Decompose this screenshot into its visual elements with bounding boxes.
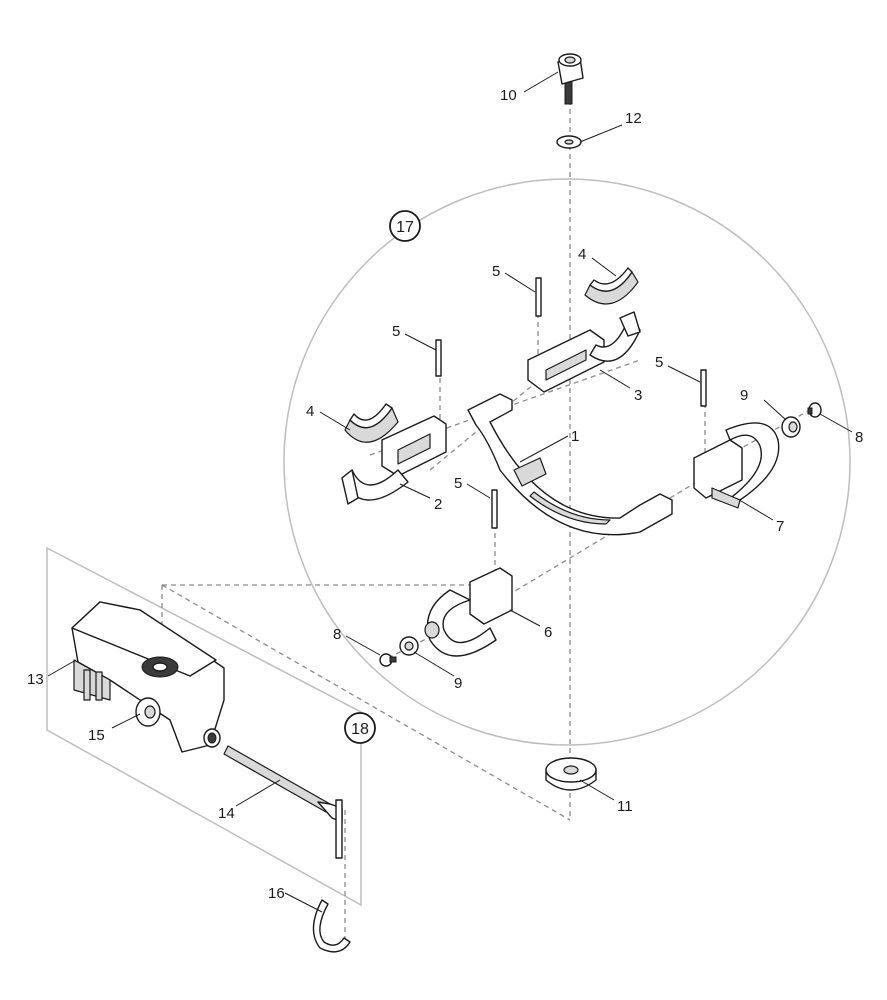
part-4-ring-upper — [584, 267, 639, 305]
part-13-base — [71, 601, 225, 753]
callout-9-lower: 9 — [454, 675, 462, 692]
callout-8-lower: 8 — [333, 626, 341, 643]
callout-6: 6 — [544, 624, 552, 641]
callout-7: 7 — [776, 518, 784, 535]
callout-5-b: 5 — [392, 323, 400, 340]
leader-lines — [47, 71, 853, 913]
callout-5-d: 5 — [454, 475, 462, 492]
callout-16: 16 — [268, 885, 285, 902]
part-9-knob-right — [781, 416, 801, 438]
group-label-17: 17 — [396, 219, 414, 236]
callout-5-c: 5 — [655, 354, 663, 371]
callout-4-upper: 4 — [578, 246, 586, 263]
part-8-screw-lower — [379, 653, 397, 667]
part-14-threaded-rod — [223, 745, 343, 859]
part-5-pin-b — [435, 339, 442, 377]
callout-3: 3 — [634, 387, 642, 404]
part-10-bolt — [557, 53, 584, 105]
part-3-upper-clamp — [527, 311, 641, 393]
part-15-wheel — [135, 697, 161, 727]
callout-4-left: 4 — [306, 403, 314, 420]
callout-2: 2 — [434, 496, 442, 513]
callout-8-right: 8 — [855, 429, 863, 446]
callout-5-a: 5 — [492, 263, 500, 280]
callout-13: 13 — [27, 671, 44, 688]
callout-labels: 10 12 4 5 5 5 4 3 1 9 8 2 5 7 6 8 9 11 1… — [27, 87, 863, 902]
group-18-outline — [46, 546, 362, 907]
assembly-lines — [161, 100, 811, 940]
callout-9-right: 9 — [740, 387, 748, 404]
part-16-clip — [312, 899, 351, 953]
part-9-knob-lower — [399, 636, 419, 656]
part-1-bridge — [467, 393, 673, 536]
part-7-right-clamp — [693, 422, 780, 509]
callout-11: 11 — [617, 798, 633, 815]
group-label-18: 18 — [351, 721, 369, 738]
part-12-washer — [556, 135, 582, 149]
part-5-pin-a — [535, 277, 542, 317]
group-17-outline — [283, 178, 851, 746]
callout-1: 1 — [571, 428, 579, 445]
part-6-lower-clamp — [424, 567, 513, 657]
part-5-pin-c — [700, 369, 707, 407]
part-8-screw-right — [807, 402, 822, 418]
part-11-nut — [545, 757, 597, 791]
callout-10: 10 — [500, 87, 517, 104]
part-2-left-clamp — [341, 415, 447, 505]
callout-14: 14 — [218, 805, 235, 822]
group-badge-18: 18 — [344, 712, 376, 744]
group-badge-17: 17 — [389, 210, 421, 242]
part-5-pin-d — [491, 489, 498, 529]
part-4-ring-left — [344, 403, 399, 443]
callout-12: 12 — [625, 110, 642, 127]
callout-15: 15 — [88, 727, 105, 744]
